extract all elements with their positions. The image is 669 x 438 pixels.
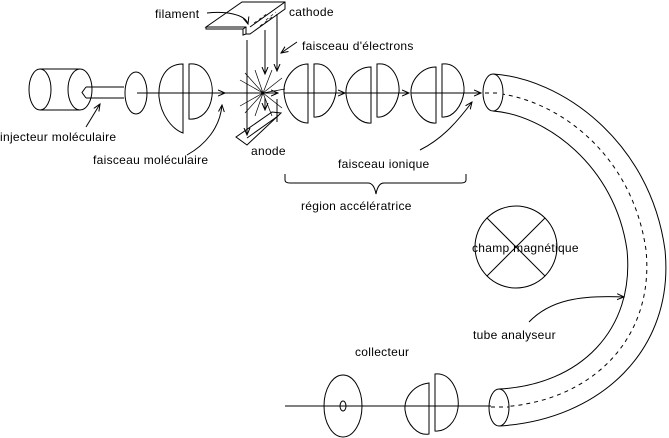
- lens-pair-2: [345, 63, 400, 124]
- label-analyzer-tube: tube analyseur: [473, 328, 556, 342]
- label-ion-beam: faisceau ionique: [338, 157, 430, 171]
- label-filament: filament: [155, 7, 200, 21]
- label-electron-beam: faisceau d'électrons: [302, 39, 414, 53]
- label-magnetic-field: champ magnétique: [472, 241, 579, 255]
- lens-pair-3: [410, 63, 465, 124]
- anode: [235, 111, 283, 146]
- label-molecular-injector: injecteur moléculaire: [0, 130, 116, 144]
- collector-assembly: [285, 373, 491, 438]
- electron-beam: [247, 14, 277, 135]
- label-molecular-beam: faisceau moléculaire: [93, 153, 208, 167]
- focusing-disk: [124, 71, 148, 115]
- label-acceleration-region: région accélératrice: [301, 199, 412, 213]
- leader-lines: [85, 11, 624, 323]
- lens-pair-molecular: [158, 63, 213, 134]
- acceleration-region-brace: [284, 174, 467, 195]
- magnetic-field-symbol: [474, 205, 558, 289]
- ionization-burst: [238, 69, 286, 117]
- label-anode: anode: [251, 144, 286, 158]
- molecular-injector: [28, 68, 124, 111]
- analyzer-tube: [482, 73, 667, 427]
- label-cathode: cathode: [289, 5, 334, 19]
- cathode: [204, 1, 286, 36]
- label-collector: collecteur: [355, 345, 409, 359]
